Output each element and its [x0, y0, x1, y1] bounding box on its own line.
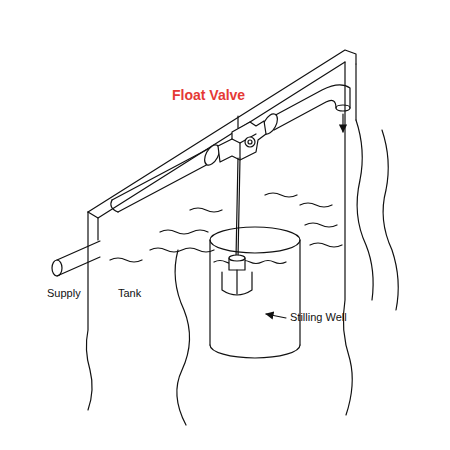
- water-wave: [150, 248, 214, 252]
- supply-pipe: [57, 241, 100, 260]
- part-label: Supply: [47, 287, 81, 300]
- tank-rim-inner: [88, 62, 345, 218]
- water-wave: [110, 258, 142, 262]
- tank-wall-edge: [86, 212, 92, 410]
- leader-line: [237, 116, 238, 128]
- water-wave: [265, 193, 297, 197]
- flow-arrow: [342, 114, 343, 132]
- valve-pivot: [245, 137, 255, 147]
- valve-body: [218, 121, 266, 162]
- water-wave: [214, 261, 286, 264]
- leader-line: [266, 314, 286, 318]
- tank-back-wall: [343, 62, 352, 415]
- outlet-pipe: [270, 85, 350, 118]
- stilling-well-top: [210, 227, 300, 253]
- part-label: Stilling Well: [290, 311, 347, 324]
- cutaway-edge: [356, 120, 373, 300]
- float-rod: [238, 158, 240, 258]
- part-label: Float Valve: [172, 87, 245, 104]
- float-top: [229, 255, 245, 261]
- cutaway-edge: [382, 130, 398, 310]
- stilling-well-bottom: [210, 345, 300, 358]
- float-stem: [236, 270, 237, 294]
- tank-back-wall-outer: [355, 64, 356, 120]
- outlet-pipe: [118, 162, 212, 212]
- tank-wall-inner-edge: [97, 218, 98, 240]
- valve-pivot: [248, 140, 252, 144]
- outlet-pipe: [112, 149, 208, 200]
- pipe-end: [111, 200, 118, 212]
- water-wave: [300, 203, 332, 207]
- valve-body-edge: [239, 143, 240, 158]
- water-wave: [310, 243, 342, 247]
- outlet-pipe: [274, 100, 336, 130]
- supply-pipe: [57, 257, 100, 276]
- pipe-end: [336, 105, 350, 111]
- water-wave: [305, 223, 337, 227]
- part-label: Tank: [118, 287, 141, 300]
- cutaway-edge: [175, 250, 189, 425]
- tank-rim: [88, 50, 356, 212]
- stilling-well: [209, 240, 210, 345]
- water-wave: [160, 230, 208, 234]
- water-wave: [190, 208, 222, 212]
- stilling-well: [299, 240, 300, 345]
- pipe-end: [52, 260, 62, 276]
